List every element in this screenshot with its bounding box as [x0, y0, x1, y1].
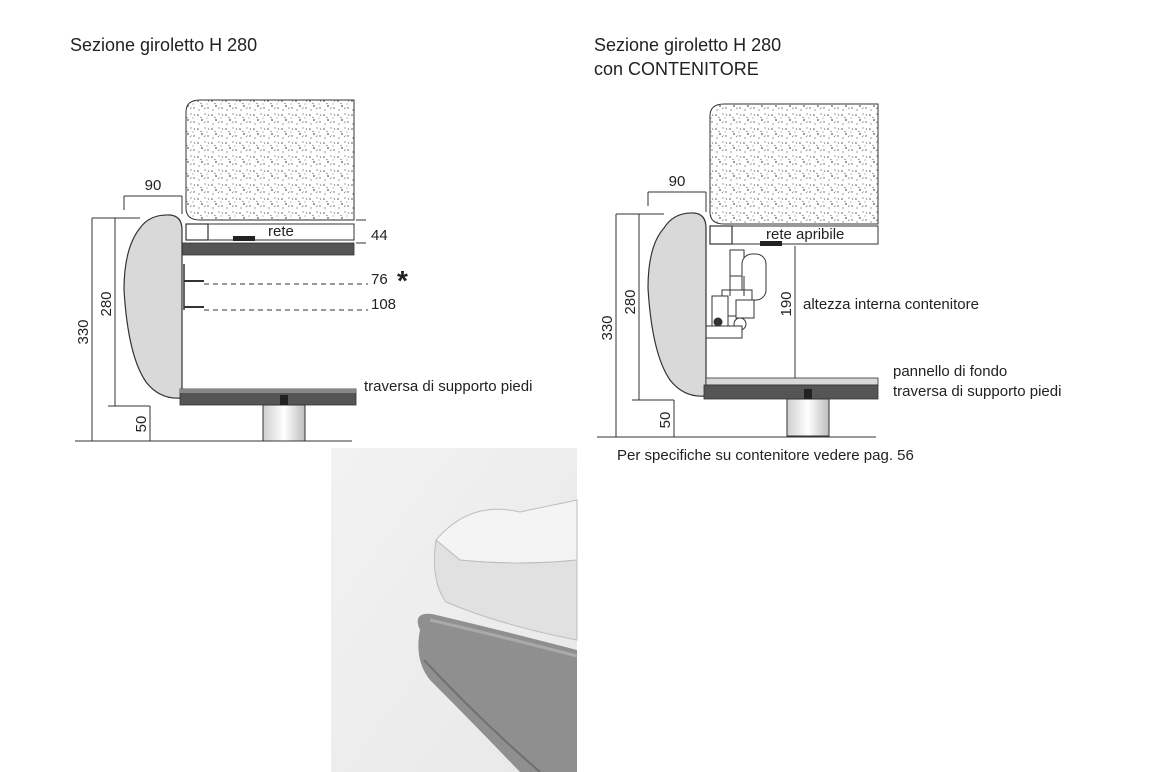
- right-dim-frame: 280: [622, 289, 639, 314]
- left-side-panel: [123, 214, 183, 399]
- left-foot-rail-top: [180, 389, 356, 393]
- left-asterisk: *: [397, 265, 408, 296]
- left-mattress: [185, 99, 355, 221]
- right-leg: [786, 398, 830, 437]
- right-label-slats: rete apribile: [766, 226, 844, 243]
- right-foot-rail: [703, 384, 879, 400]
- photo-frame-highlight: [429, 618, 578, 658]
- left-section-drawing: 90 330 280 50 rete 44 76 * 108 traversa …: [75, 99, 532, 442]
- right-section-drawing: 190 90 330 280 50 rete apribile altezza …: [597, 103, 1061, 464]
- right-mattress: [709, 103, 879, 225]
- right-dim-internal: 190: [778, 291, 795, 316]
- right-section-title-line1: Sezione giroletto H 280: [594, 35, 782, 55]
- right-side-panel: [647, 212, 707, 397]
- left-dim-frame: 280: [98, 291, 115, 316]
- bed-corner-photo: [331, 448, 578, 772]
- right-dim-width: 90: [669, 173, 686, 190]
- left-leg-bolt: [280, 395, 288, 405]
- left-level-108: 108: [371, 296, 396, 313]
- right-bottom-panel: [705, 377, 879, 386]
- right-slat-clip: [760, 241, 782, 246]
- left-inner-rail: [181, 242, 355, 256]
- right-dim-total: 330: [599, 315, 616, 340]
- left-dim-width: 90: [145, 177, 162, 194]
- photo-upholstered-frame: [417, 613, 577, 772]
- photo-frame-shadow: [423, 659, 541, 772]
- right-slat-end: [709, 225, 733, 245]
- left-slat-clip: [233, 236, 255, 241]
- right-note: Per specifiche su contenitore vedere pag…: [617, 447, 914, 464]
- right-label-internal-height: altezza interna contenitore: [803, 296, 979, 313]
- right-leg-bolt: [804, 389, 812, 399]
- left-slat-end: [185, 223, 209, 241]
- left-level-44: 44: [371, 227, 388, 244]
- left-leg: [262, 404, 306, 442]
- left-label-foot-support: traversa di supporto piedi: [364, 378, 532, 395]
- left-dim-total: 330: [75, 319, 92, 344]
- right-dim-leg: 50: [657, 412, 674, 429]
- photo-mattress-side: [433, 539, 578, 641]
- left-section-title: Sezione giroletto H 280: [70, 35, 258, 55]
- left-level-76: 76: [371, 271, 388, 288]
- right-label-bottom-panel: pannello di fondo: [893, 363, 1007, 380]
- right-section-title-line2: con CONTENITORE: [594, 59, 759, 79]
- left-dim-leg: 50: [133, 416, 150, 433]
- right-label-foot-support: traversa di supporto piedi: [893, 383, 1061, 400]
- right-lifting-mechanism: [705, 249, 767, 339]
- left-label-slats: rete: [268, 223, 294, 240]
